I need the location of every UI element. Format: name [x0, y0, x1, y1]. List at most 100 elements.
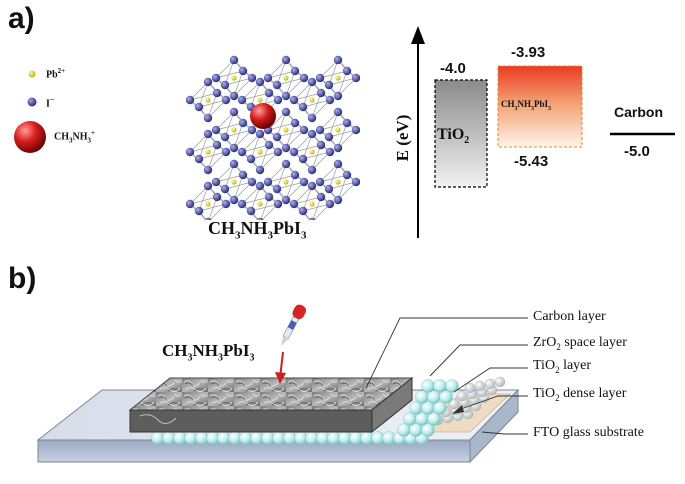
iodide-legend-label: I−	[46, 95, 55, 110]
iodide-atom	[289, 199, 299, 209]
methylammonium-legend-dot	[14, 121, 46, 153]
iodide-atom	[307, 129, 317, 139]
pb-atom	[309, 201, 315, 207]
iodide-atom	[238, 66, 248, 76]
panel-a-label: a)	[8, 2, 35, 35]
iodide-atom	[307, 165, 317, 175]
iodide-atom	[333, 195, 343, 205]
methylammonium-ion	[250, 103, 276, 129]
iodide-atom	[264, 140, 274, 150]
iodide-atom	[203, 113, 213, 123]
layer-leader-lines	[365, 317, 528, 435]
iodide-atom	[185, 199, 195, 209]
iodide-atom	[325, 95, 335, 105]
iodide-atom	[316, 192, 326, 202]
pb-atom	[257, 201, 263, 207]
iodide-atom	[315, 177, 325, 187]
device-schematic	[36, 304, 528, 464]
iodide-atom	[229, 159, 239, 169]
iodide-atom	[307, 181, 317, 191]
zro2-bead	[448, 398, 460, 410]
perovskite-band	[497, 65, 583, 148]
zro2-bead	[494, 376, 506, 388]
iodide-atom	[264, 88, 274, 98]
tio2-band	[434, 79, 488, 188]
iodide-atom	[299, 177, 309, 187]
iodide-atom	[255, 181, 265, 191]
pb-atom	[205, 149, 211, 155]
iodide-atom	[246, 154, 256, 164]
iodide-atom	[237, 199, 247, 209]
perovskite-crystal-structure	[185, 55, 360, 220]
iodide-atom	[212, 192, 222, 202]
carbon-label: Carbon	[614, 104, 663, 120]
energy-axis-label: E (eV)	[393, 114, 412, 162]
iodide-atom	[237, 147, 247, 157]
tio2-layer-label: TiO2 layer	[533, 358, 592, 375]
iodide-atom	[185, 147, 195, 157]
tio2-top-value: -4.0	[440, 60, 466, 77]
iodide-atom	[342, 170, 352, 180]
iodide-atom	[333, 143, 343, 153]
iodide-atom	[203, 129, 213, 139]
iodide-atom	[211, 73, 221, 83]
iodide-atom	[194, 154, 204, 164]
iodide-atom	[333, 159, 343, 169]
iodide-atom	[246, 206, 256, 216]
iodide-atom	[289, 147, 299, 157]
iodide-atom	[220, 132, 230, 142]
pb-atom	[283, 127, 289, 133]
iodide-atom	[281, 107, 291, 117]
iodide-atom	[212, 140, 222, 150]
iodide-atom	[272, 80, 282, 90]
iodide-atom	[315, 73, 325, 83]
iodide-atom	[229, 195, 239, 205]
iodide-atom	[203, 181, 213, 191]
methylammonium-legend-label: CH3NH3+	[54, 129, 95, 145]
tio2-bead	[433, 379, 447, 393]
tio2-label: TiO2	[437, 126, 470, 147]
iodide-atom	[256, 217, 264, 220]
pb-atom	[257, 149, 263, 155]
tio2-bead	[445, 379, 459, 393]
carbon-layer-label: Carbon layer	[533, 309, 606, 324]
dropper-icon	[280, 304, 307, 347]
iodide-atom	[281, 159, 291, 169]
iodide-atom	[298, 154, 308, 164]
iodide-atom	[229, 55, 239, 65]
energy-diagram	[411, 26, 675, 238]
tio2-bead	[427, 412, 441, 426]
iodide-atom	[238, 170, 248, 180]
iodide-atom	[247, 73, 257, 83]
tio2-bead	[439, 390, 453, 404]
iodide-atom	[263, 177, 273, 187]
iodide-atom	[212, 88, 222, 98]
perovskite-band-label: CH3NH3PbI3	[501, 99, 552, 112]
iodide-atom	[290, 170, 300, 180]
pb-atom	[231, 179, 237, 185]
iodide-atom	[315, 125, 325, 135]
pb-atom	[283, 179, 289, 185]
zro2-bead	[456, 390, 468, 402]
iodide-atom	[211, 177, 221, 187]
iodide-atom	[221, 95, 231, 105]
iodide-atom	[299, 73, 309, 83]
fto-glass-substrate-label: FTO glass substrate	[533, 425, 644, 440]
iodide-atom	[351, 73, 360, 83]
device-formula-label: CH3NH3PbI3	[162, 341, 255, 364]
iodide-atom	[289, 95, 299, 105]
pb-atom	[335, 127, 341, 133]
pb-atom	[205, 201, 211, 207]
iodide-legend-dot	[27, 97, 37, 107]
iodide-atom	[229, 107, 239, 117]
iodide-atom	[255, 129, 265, 139]
iodide-atom	[307, 113, 317, 123]
iodide-atom	[229, 91, 239, 101]
zro2-bead	[484, 378, 496, 390]
structure-caption: CH3NH3PbI3	[208, 218, 307, 242]
iodide-atom	[333, 55, 343, 65]
iodide-atom	[307, 77, 317, 87]
iodide-atom	[237, 95, 247, 105]
iodide-atom	[272, 132, 282, 142]
iodide-atom	[263, 73, 273, 83]
